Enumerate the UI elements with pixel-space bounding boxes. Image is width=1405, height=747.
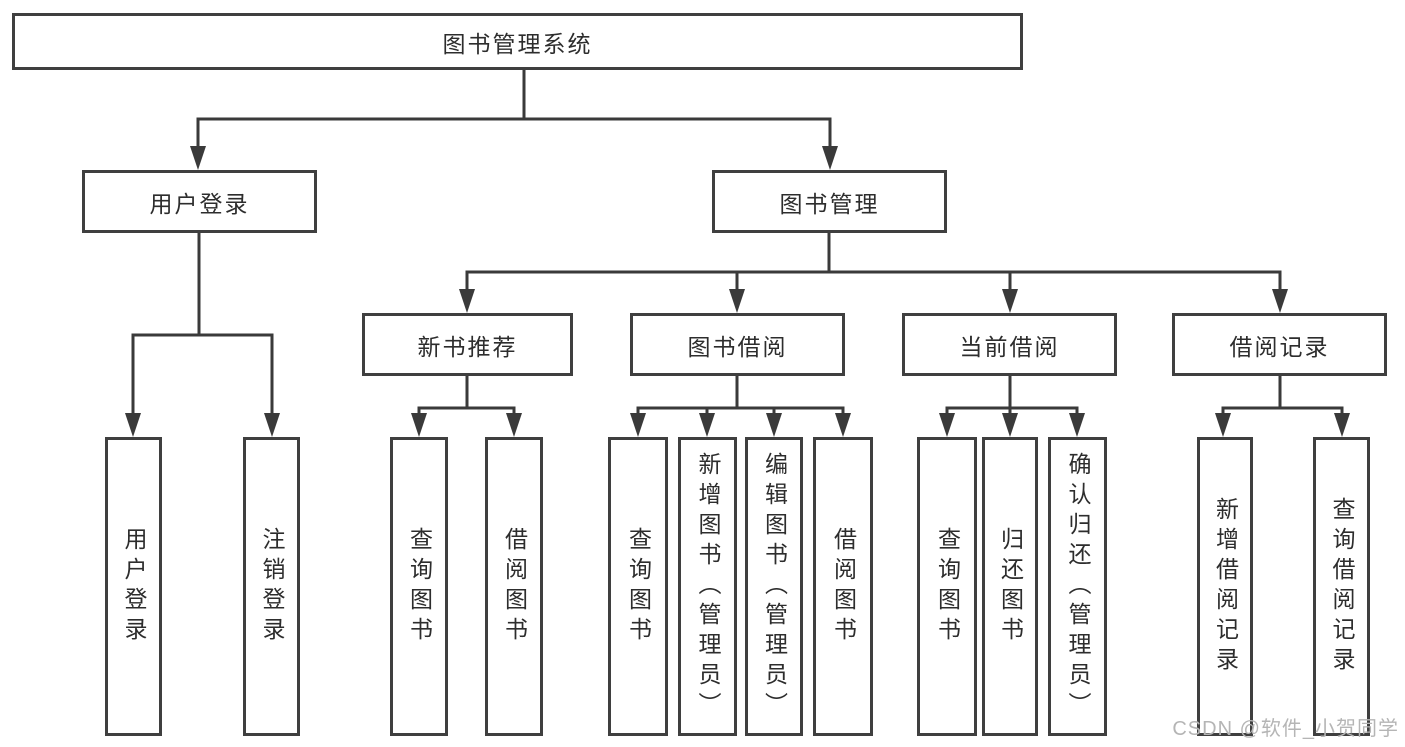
node-book-management: 图书管理: [712, 170, 947, 233]
leaf-borrow-books-recommend: 借阅图书: [485, 437, 543, 736]
leaf-confirm-return-admin-label: 确认归还（管理员）: [1065, 451, 1091, 722]
leaf-add-books-admin-label: 新增图书（管理员）: [695, 451, 721, 722]
leaf-query-books-borrow: 查询图书: [608, 437, 668, 736]
leaf-borrow-books: 借阅图书: [813, 437, 873, 736]
node-book-borrow-label: 图书借阅: [687, 333, 788, 360]
leaf-add-borrow-record-label: 新增借阅记录: [1212, 496, 1239, 677]
leaf-logout: 注销登录: [243, 437, 300, 736]
node-book-borrow: 图书借阅: [630, 313, 845, 376]
arrowhead: [125, 413, 141, 437]
leaf-query-books-borrow-label: 查询图书: [625, 526, 652, 647]
leaf-add-books-admin: 新增图书（管理员）: [678, 437, 737, 736]
arrowhead: [1069, 413, 1085, 437]
arrowhead: [766, 413, 782, 437]
leaf-logout-label: 注销登录: [259, 526, 285, 647]
node-borrow-records-label: 借阅记录: [1229, 333, 1330, 360]
arrowhead: [1272, 289, 1288, 313]
node-new-book-recommend: 新书推荐: [362, 313, 573, 376]
leaf-return-books-label: 归还图书: [997, 526, 1024, 647]
arrowhead: [459, 289, 475, 313]
leaf-confirm-return-admin: 确认归还（管理员）: [1048, 437, 1107, 736]
arrowhead: [729, 289, 745, 313]
node-borrow-records: 借阅记录: [1172, 313, 1387, 376]
arrowhead: [1002, 413, 1018, 437]
arrowhead: [822, 146, 838, 170]
node-root: 图书管理系统: [12, 13, 1023, 70]
node-user-login-label: 用户登录: [149, 190, 250, 217]
arrowhead: [939, 413, 955, 437]
leaf-user-login: 用户登录: [105, 437, 162, 736]
leaf-add-borrow-record: 新增借阅记录: [1197, 437, 1253, 736]
node-user-login: 用户登录: [82, 170, 317, 233]
leaf-borrow-books-label: 借阅图书: [830, 526, 857, 647]
arrowhead: [411, 413, 427, 437]
arrowhead: [630, 413, 646, 437]
arrowhead: [1334, 413, 1350, 437]
node-new-book-recommend-label: 新书推荐: [417, 333, 518, 360]
leaf-query-borrow-record: 查询借阅记录: [1313, 437, 1370, 736]
leaf-edit-books-admin-label: 编辑图书（管理员）: [761, 451, 788, 722]
leaf-edit-books-admin: 编辑图书（管理员）: [745, 437, 803, 736]
arrowhead: [1215, 413, 1231, 437]
arrowhead: [835, 413, 851, 437]
arrowhead: [264, 413, 280, 437]
leaf-query-books-current-label: 查询图书: [934, 526, 961, 647]
leaf-borrow-books-recommend-label: 借阅图书: [501, 526, 528, 647]
arrowheads: [125, 146, 1350, 437]
leaf-return-books: 归还图书: [982, 437, 1038, 736]
leaf-user-login-label: 用户登录: [121, 526, 147, 647]
arrowhead: [699, 413, 715, 437]
node-book-management-label: 图书管理: [779, 190, 880, 217]
node-current-borrow-label: 当前借阅: [959, 333, 1060, 360]
leaf-query-books-current: 查询图书: [917, 437, 977, 736]
arrowhead: [1002, 289, 1018, 313]
leaf-query-books-recommend: 查询图书: [390, 437, 448, 736]
node-current-borrow: 当前借阅: [902, 313, 1117, 376]
leaf-query-books-recommend-label: 查询图书: [406, 526, 433, 647]
arrowhead: [506, 413, 522, 437]
arrowhead: [190, 146, 206, 170]
node-root-label: 图书管理系统: [442, 30, 593, 57]
csdn-watermark: CSDN @软件_小贺同学: [1172, 718, 1399, 740]
leaf-query-borrow-record-label: 查询借阅记录: [1329, 496, 1355, 677]
